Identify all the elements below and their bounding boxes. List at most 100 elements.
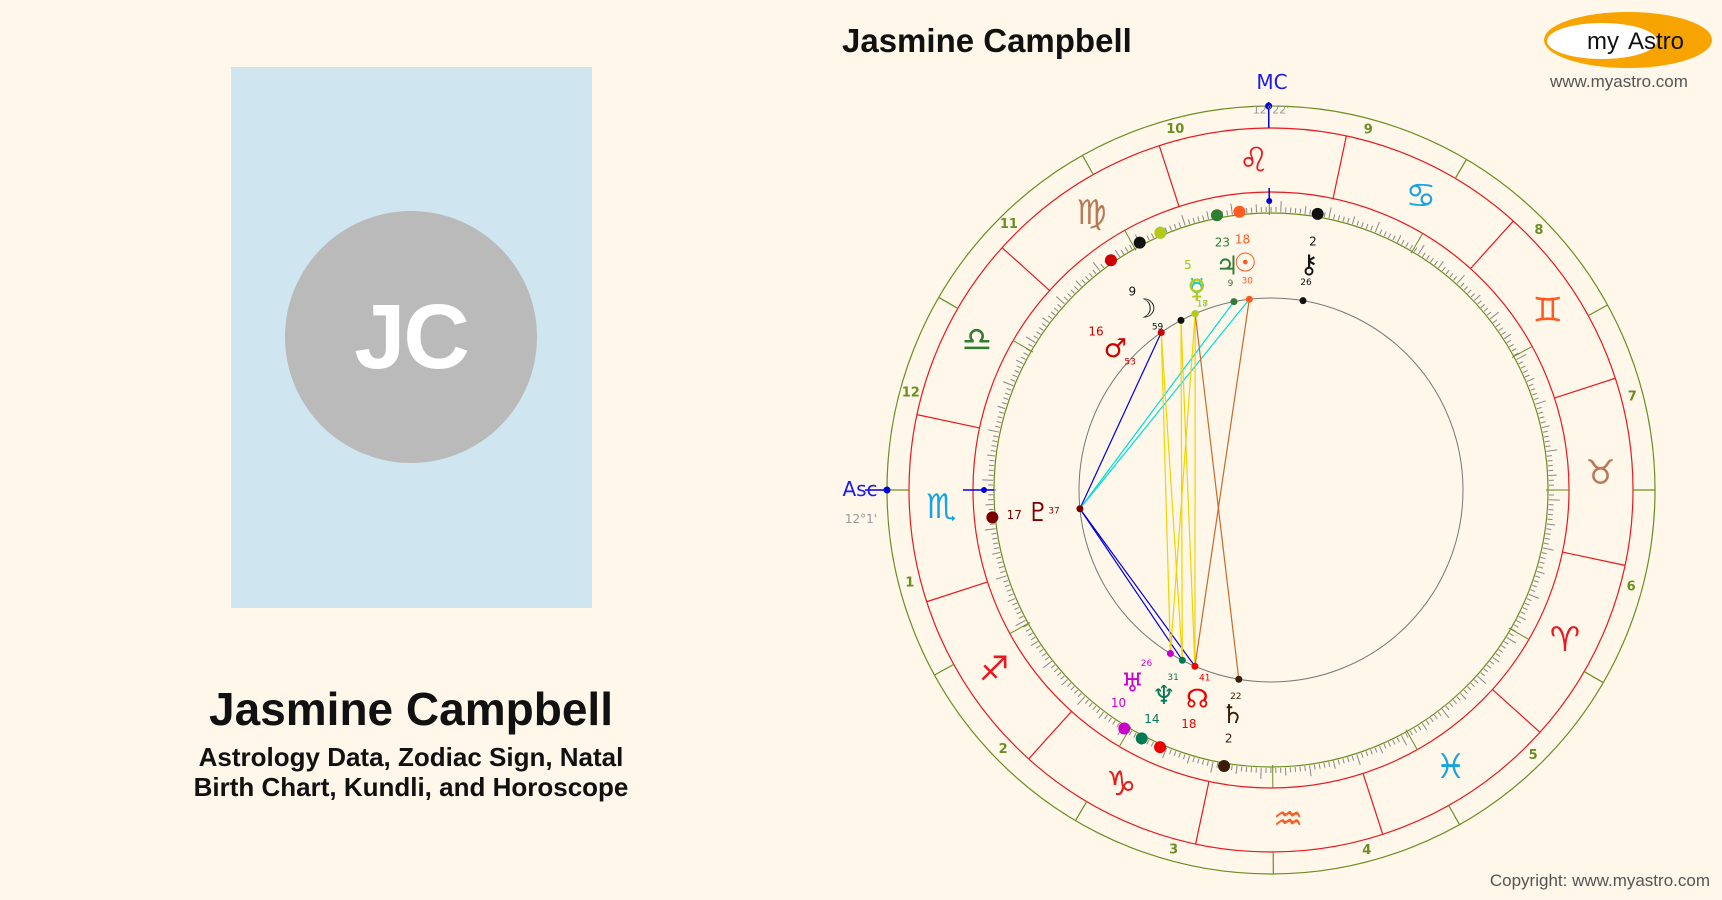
mars-degree: 16 bbox=[1088, 325, 1103, 339]
degree-tick bbox=[1546, 523, 1555, 526]
degree-tick bbox=[1309, 209, 1311, 215]
degree-tick bbox=[1328, 207, 1332, 219]
degree-tick bbox=[1070, 686, 1075, 691]
degree-tick bbox=[1356, 754, 1361, 766]
sign-boundary bbox=[1028, 710, 1072, 760]
degree-tick bbox=[1528, 593, 1540, 599]
degree-tick bbox=[1396, 234, 1402, 243]
degree-tick bbox=[1036, 331, 1041, 335]
house-number-8: 8 bbox=[1534, 223, 1543, 238]
chiron-icon: ⚷ bbox=[1299, 250, 1318, 280]
logo-url-link[interactable]: www.myastro.com bbox=[1550, 72, 1688, 91]
aspect-line-trine bbox=[1180, 320, 1183, 661]
degree-tick bbox=[1096, 708, 1101, 714]
degree-tick bbox=[1483, 668, 1489, 673]
aspect-point-uranus bbox=[1166, 650, 1174, 658]
degree-tick bbox=[1463, 689, 1468, 694]
degree-tick bbox=[1333, 214, 1336, 220]
degree-tick bbox=[1539, 561, 1545, 564]
degree-tick bbox=[1000, 570, 1006, 574]
avatar: JC bbox=[285, 211, 537, 463]
planet-dot-mars bbox=[1104, 254, 1117, 267]
aspect-line-trine bbox=[1169, 313, 1196, 654]
degree-tick bbox=[1430, 257, 1434, 263]
degree-tick bbox=[1460, 282, 1465, 288]
degree-tick bbox=[1313, 764, 1316, 770]
degree-tick bbox=[1486, 311, 1492, 316]
house-cusp-inner-5 bbox=[1405, 729, 1418, 750]
myastro-logo[interactable]: my Astro bbox=[1542, 10, 1714, 70]
sign-boundary bbox=[1158, 145, 1180, 207]
saturn-degree: 2 bbox=[1225, 731, 1233, 745]
degree-tick bbox=[991, 445, 997, 447]
degree-tick bbox=[1042, 660, 1053, 669]
degree-tick bbox=[1084, 699, 1089, 704]
degree-tick bbox=[1544, 440, 1550, 443]
degree-tick bbox=[1506, 636, 1517, 644]
degree-tick bbox=[995, 575, 1007, 580]
north-node-minute: 41 bbox=[1199, 674, 1210, 684]
degree-tick bbox=[995, 425, 1001, 428]
aspect-point-jupiter bbox=[1230, 298, 1238, 306]
degree-tick bbox=[1370, 749, 1373, 755]
degree-tick bbox=[1067, 682, 1072, 687]
degree-tick bbox=[1057, 303, 1062, 308]
degree-tick bbox=[1508, 632, 1514, 637]
sign-scorpio-icon: ♏ bbox=[926, 487, 956, 527]
degree-tick bbox=[994, 547, 1000, 550]
house-cusp-inner-2 bbox=[1009, 622, 1031, 635]
degree-tick bbox=[992, 440, 998, 443]
planet-dot-saturn bbox=[1218, 760, 1231, 773]
degree-tick bbox=[1036, 644, 1041, 649]
degree-tick bbox=[1449, 272, 1454, 278]
degree-tick bbox=[1483, 307, 1489, 312]
degree-tick bbox=[1470, 682, 1475, 688]
degree-tick bbox=[1151, 233, 1155, 239]
degree-tick bbox=[1405, 732, 1409, 738]
degree-tick bbox=[1033, 335, 1039, 339]
degree-tick bbox=[1216, 762, 1219, 768]
degree-tick bbox=[1050, 664, 1056, 669]
chiron-minute: 26 bbox=[1300, 278, 1312, 288]
degree-ring bbox=[993, 212, 1549, 768]
degree-tick bbox=[1318, 763, 1321, 769]
degree-tick bbox=[1182, 754, 1186, 760]
degree-tick bbox=[1545, 445, 1551, 448]
degree-tick bbox=[1433, 714, 1438, 720]
degree-tick bbox=[1546, 449, 1558, 452]
degree-tick bbox=[996, 420, 1002, 424]
degree-tick bbox=[1003, 397, 1009, 400]
mc-label: MC bbox=[1256, 70, 1287, 94]
sign-boundary bbox=[926, 581, 988, 603]
degree-tick bbox=[993, 542, 999, 545]
moon-degree: 9 bbox=[1129, 285, 1137, 299]
degree-tick bbox=[1053, 307, 1059, 312]
degree-tick bbox=[1001, 401, 1007, 405]
degree-tick bbox=[1526, 598, 1532, 602]
degree-tick bbox=[1197, 758, 1200, 764]
degree-tick bbox=[1522, 370, 1528, 374]
degree-tick bbox=[1178, 222, 1182, 228]
aspect-line-inconjunct bbox=[1194, 313, 1240, 680]
degree-tick bbox=[1441, 266, 1446, 272]
degree-tick bbox=[1226, 210, 1229, 216]
degree-tick bbox=[1396, 737, 1400, 743]
degree-tick bbox=[1164, 227, 1168, 233]
degree-tick bbox=[1445, 705, 1450, 711]
degree-tick bbox=[1016, 365, 1022, 369]
degree-tick bbox=[1092, 269, 1097, 275]
degree-tick bbox=[1473, 679, 1479, 684]
degree-tick bbox=[993, 435, 999, 438]
degree-tick bbox=[1409, 244, 1414, 250]
degree-tick bbox=[992, 551, 1001, 555]
degree-tick bbox=[1400, 735, 1408, 746]
mars-minute: 53 bbox=[1124, 358, 1135, 368]
house-cusp-8 bbox=[1587, 304, 1608, 317]
degree-tick bbox=[1070, 289, 1075, 294]
degree-tick bbox=[1077, 692, 1082, 698]
degree-tick bbox=[1547, 460, 1553, 462]
degree-tick bbox=[1489, 311, 1500, 320]
degree-tick bbox=[1173, 751, 1177, 757]
degree-tick bbox=[1387, 741, 1391, 747]
degree-tick bbox=[1429, 717, 1434, 723]
